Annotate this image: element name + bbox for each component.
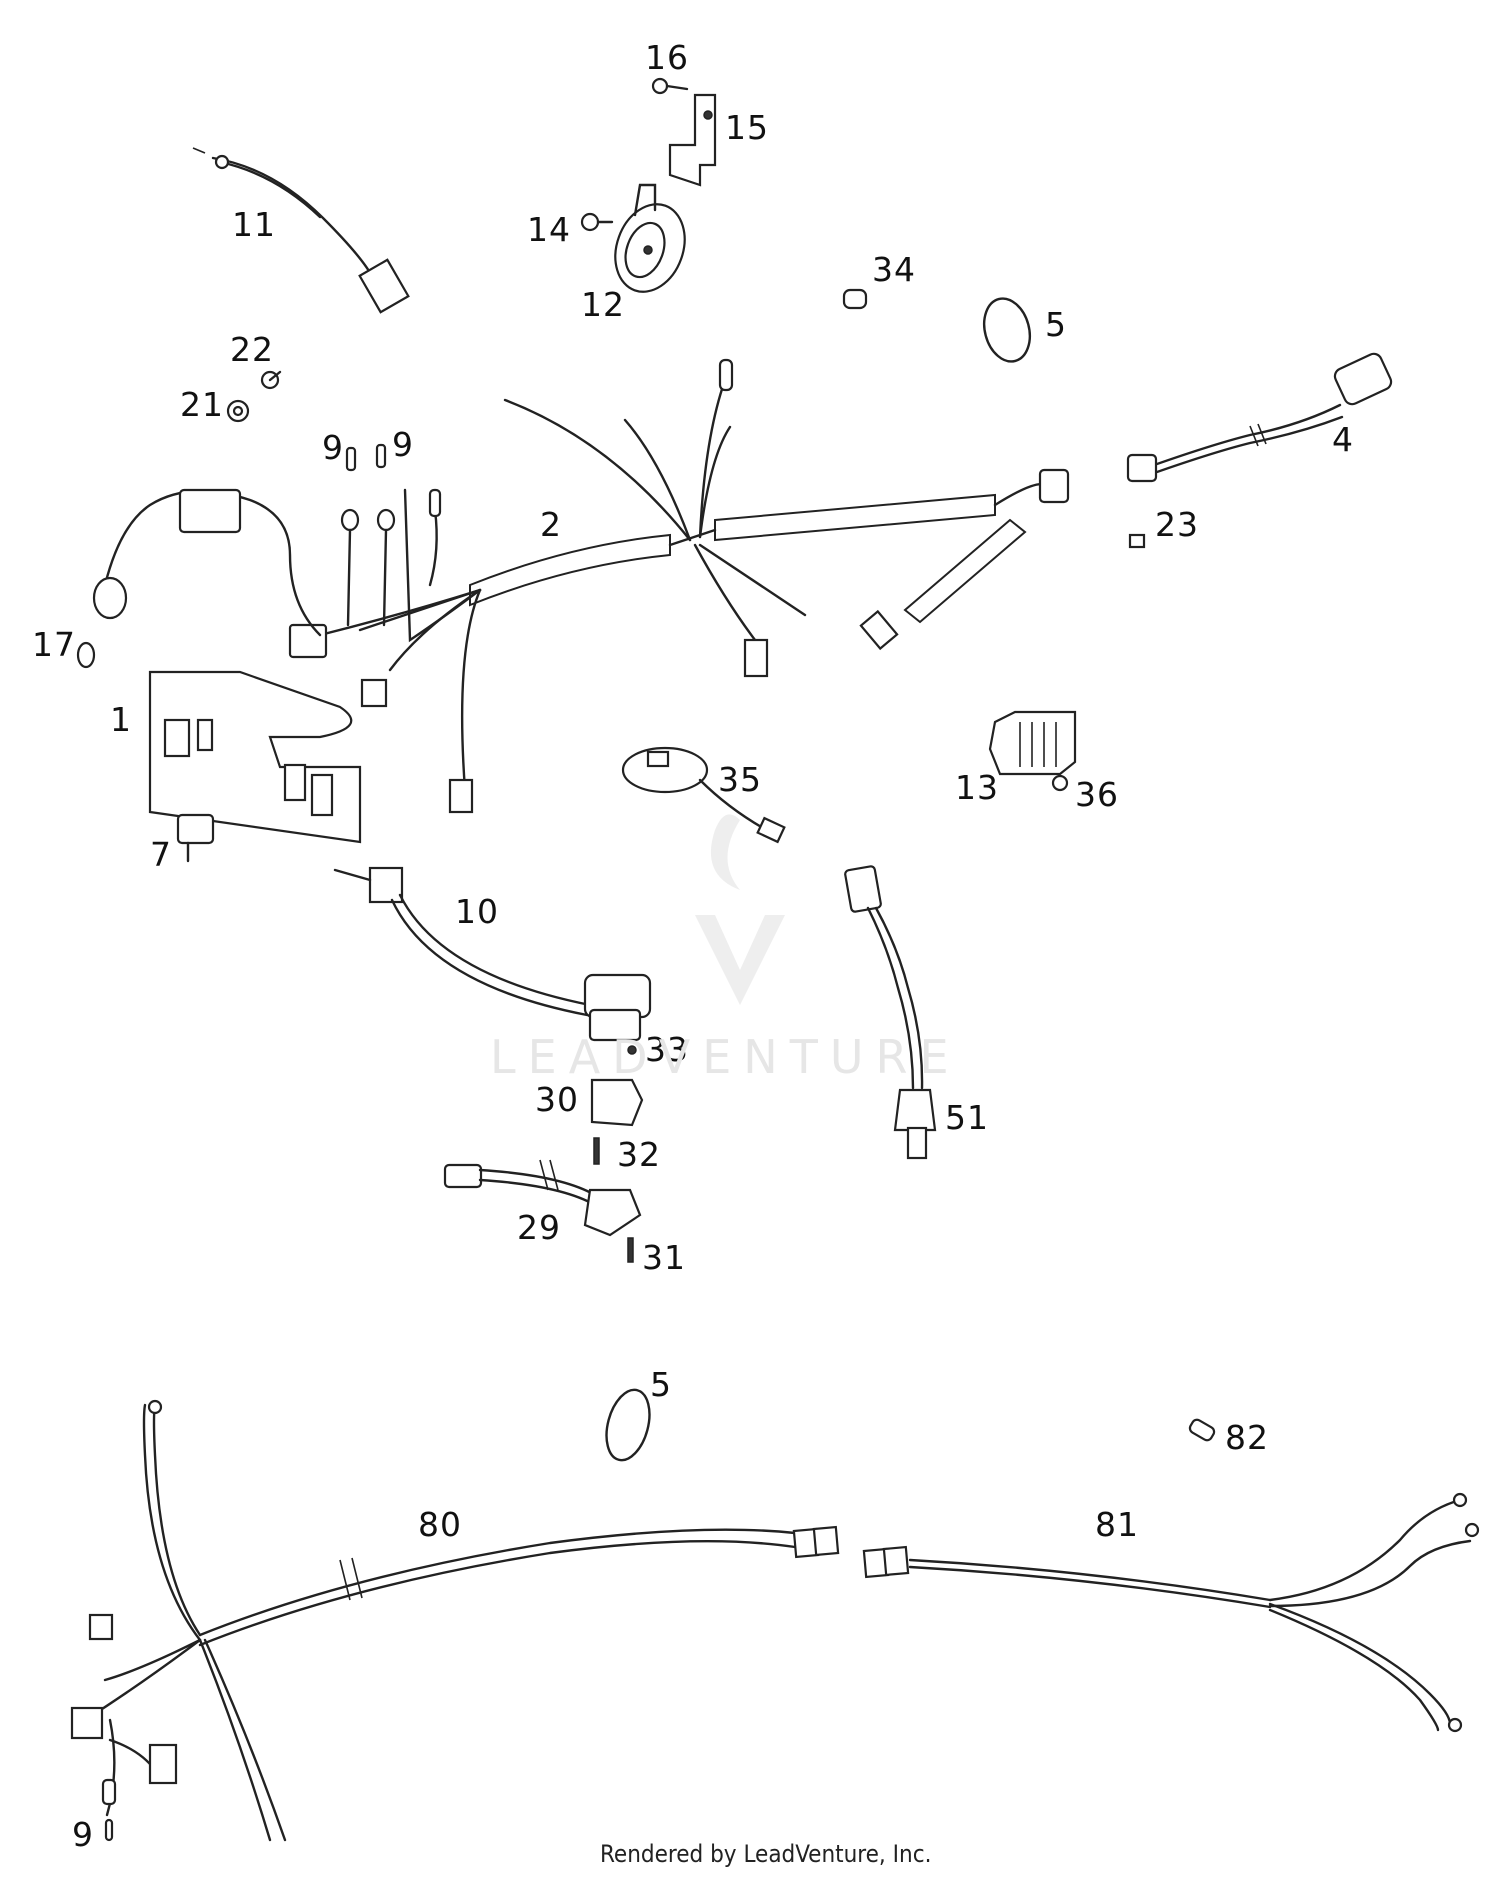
callout-5-top: 5 bbox=[1045, 305, 1067, 344]
part-23-fastener[interactable] bbox=[1128, 533, 1146, 549]
part-80-harness[interactable] bbox=[70, 1399, 840, 1842]
callout-21: 21 bbox=[180, 385, 224, 424]
part-51-pressure-switch[interactable] bbox=[844, 865, 937, 1160]
callout-29: 29 bbox=[517, 1208, 561, 1247]
part-32-screw[interactable] bbox=[593, 1137, 600, 1165]
part-36-screw[interactable] bbox=[1051, 774, 1069, 792]
part-82-bulb[interactable] bbox=[1188, 1418, 1216, 1442]
part-5-cable-tie-bottom[interactable] bbox=[599, 1385, 656, 1465]
part-35-capacitor[interactable] bbox=[621, 746, 786, 844]
callout-82: 82 bbox=[1225, 1418, 1269, 1457]
part-81-harness[interactable] bbox=[862, 1492, 1480, 1733]
callout-17: 17 bbox=[32, 625, 76, 664]
part-12-horn[interactable] bbox=[604, 183, 697, 302]
part-2-main-harness[interactable] bbox=[92, 358, 1070, 814]
part-29-sensor[interactable] bbox=[443, 1159, 642, 1237]
part-10-switch[interactable] bbox=[333, 866, 652, 1042]
part-21-washer[interactable] bbox=[226, 399, 250, 423]
part-14-bolt[interactable] bbox=[580, 212, 614, 232]
callout-1: 1 bbox=[110, 700, 132, 739]
callout-11: 11 bbox=[232, 205, 276, 244]
callout-81: 81 bbox=[1095, 1505, 1139, 1544]
part-17-bulb[interactable] bbox=[76, 641, 96, 669]
callout-4: 4 bbox=[1332, 420, 1354, 459]
callout-12: 12 bbox=[581, 285, 625, 324]
callout-80: 80 bbox=[418, 1505, 462, 1544]
callout-35: 35 bbox=[718, 760, 762, 799]
callout-13: 13 bbox=[955, 768, 999, 807]
callout-31: 31 bbox=[642, 1238, 686, 1277]
part-31-screw[interactable] bbox=[627, 1237, 634, 1263]
callout-14: 14 bbox=[527, 210, 571, 249]
callout-30: 30 bbox=[535, 1080, 579, 1119]
callout-32: 32 bbox=[617, 1135, 661, 1174]
part-16-screw[interactable] bbox=[651, 77, 689, 95]
part-5-cable-tie-top[interactable] bbox=[977, 293, 1036, 366]
part-33-small-part[interactable] bbox=[627, 1045, 637, 1055]
part-9-terminal-left[interactable] bbox=[345, 446, 357, 472]
part-1-mounting-plate[interactable] bbox=[148, 670, 362, 844]
part-22-screw[interactable] bbox=[260, 370, 282, 390]
callout-10: 10 bbox=[455, 892, 499, 931]
callout-9-bottom: 9 bbox=[72, 1815, 94, 1854]
callout-36: 36 bbox=[1075, 775, 1119, 814]
callout-33: 33 bbox=[645, 1030, 689, 1069]
callout-51: 51 bbox=[945, 1098, 989, 1137]
part-34-clip[interactable] bbox=[842, 288, 868, 310]
callout-15: 15 bbox=[725, 108, 769, 147]
part-9-terminal-right[interactable] bbox=[375, 443, 387, 469]
callout-16: 16 bbox=[645, 38, 689, 77]
part-15-bracket[interactable] bbox=[668, 93, 717, 187]
part-30-cover[interactable] bbox=[590, 1078, 644, 1127]
callout-5-bottom: 5 bbox=[650, 1365, 672, 1404]
watermark-logo bbox=[695, 814, 785, 1005]
part-11-cable[interactable] bbox=[192, 147, 410, 314]
part-4-cable[interactable] bbox=[1126, 351, 1394, 483]
callout-2: 2 bbox=[540, 505, 562, 544]
part-9-terminal-bottom[interactable] bbox=[104, 1818, 114, 1842]
callout-9-left: 9 bbox=[322, 428, 344, 467]
callout-34: 34 bbox=[872, 250, 916, 289]
part-13-regulator[interactable] bbox=[988, 710, 1077, 776]
part-7-relay[interactable] bbox=[176, 813, 215, 863]
callout-23: 23 bbox=[1155, 505, 1199, 544]
callout-22: 22 bbox=[230, 330, 274, 369]
footer-credit: Rendered by LeadVenture, Inc. bbox=[600, 1840, 932, 1868]
watermark-text: LEADVENTURE bbox=[490, 1030, 961, 1084]
callout-7: 7 bbox=[150, 835, 172, 874]
callout-9-right: 9 bbox=[392, 425, 414, 464]
